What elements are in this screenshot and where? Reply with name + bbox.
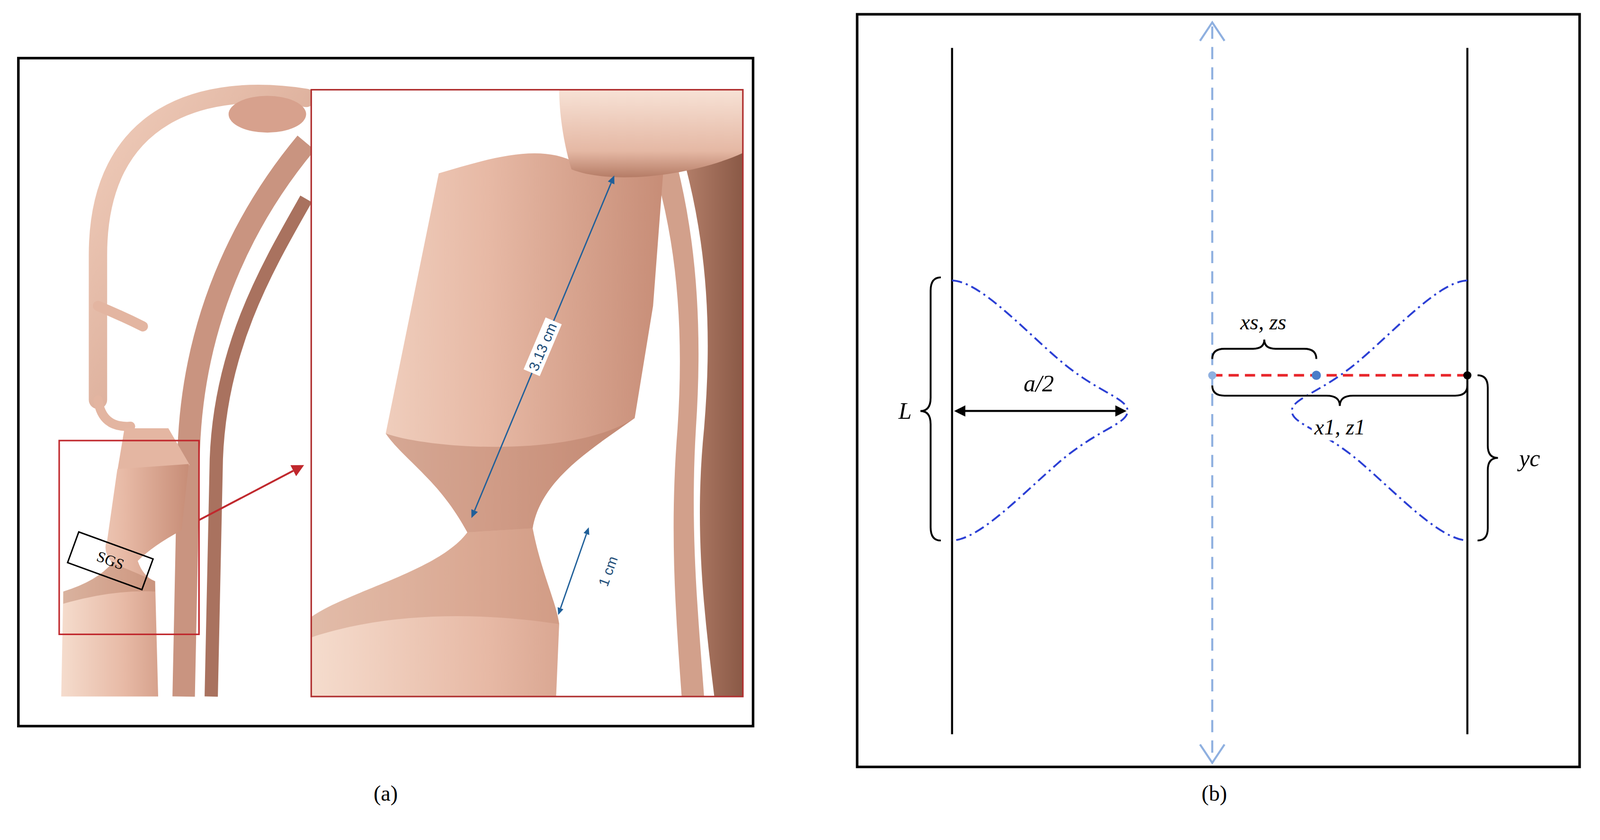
coordinate-symbol: x1, z1 [1311,414,1368,441]
coordinate-symbol: xs, zs [1237,309,1289,336]
center-axis [1199,22,1225,764]
wall-line [950,47,953,735]
panel-label: (b) [1201,781,1228,806]
zoom-arrowhead [290,465,304,477]
panel-frame [18,58,754,727]
radius-line [1212,374,1468,377]
offset-symbol: yc [1519,445,1540,472]
panel-label: (a) [373,781,398,806]
point-marker [1463,371,1472,380]
brace [920,277,1499,541]
stenosis-profile [952,280,1468,542]
amplitude-symbol: a/2 [1023,370,1055,397]
point-marker [1208,371,1217,380]
zoom-frame [59,440,199,635]
airway-overview [61,94,306,698]
panel-frame [857,14,1580,768]
point-marker [1311,370,1321,380]
amplitude-arrow [954,405,1127,418]
length-symbol: L [898,398,912,425]
inset-ground [311,89,743,698]
trachea-closeup [311,89,743,698]
inset-frame [311,89,743,698]
region-text: SGS [94,548,126,574]
dimension-arrows [471,175,615,616]
zoom-arrow [198,471,294,521]
